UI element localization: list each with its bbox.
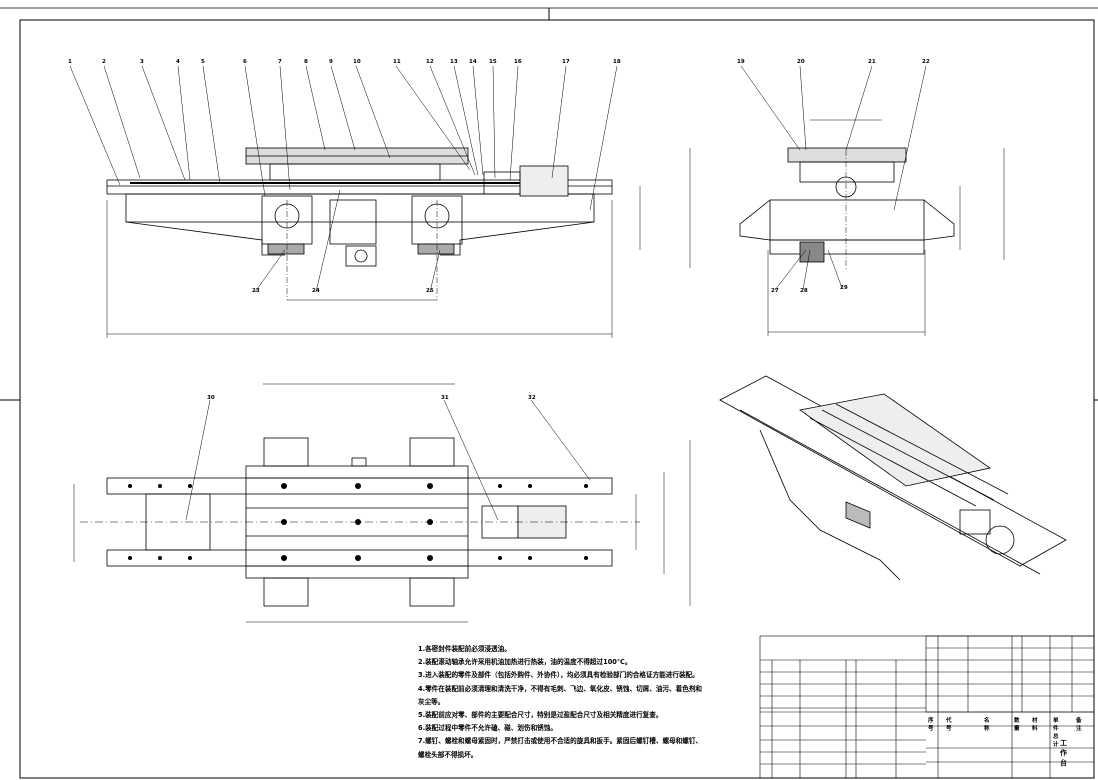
front-view <box>106 147 691 338</box>
tb-weight-label: 单件 总计 <box>1053 718 1059 748</box>
balloon-2: 2 <box>102 59 106 65</box>
front-view-leaders <box>69 65 618 293</box>
balloon-22: 22 <box>922 59 930 65</box>
balloon-20: 20 <box>797 59 805 65</box>
balloon-17: 17 <box>562 59 570 65</box>
note-1: 1.各密封件装配前必须浸透油。 <box>418 645 511 653</box>
balloon-10: 10 <box>353 59 361 65</box>
technical-requirements: 1.各密封件装配前必须浸透油。 2.装配滚动轴承允许采用机油加热进行热装，油的温… <box>418 643 728 762</box>
balloon-27: 27 <box>771 288 779 294</box>
balloon-7: 7 <box>278 59 282 65</box>
note-4: 4.零件在装配前必须清理和清洗干净，不得有毛刺、飞边、氧化皮、锈蚀、切屑、油污、… <box>418 684 703 693</box>
tb-seq-label: 序号 <box>928 718 934 732</box>
note-4-cont: 灰尘等。 <box>418 697 445 706</box>
balloon-4: 4 <box>176 59 180 65</box>
balloon-28: 28 <box>800 288 808 294</box>
balloon-1: 1 <box>68 59 72 65</box>
balloon-31: 31 <box>441 395 449 401</box>
balloon-30: 30 <box>207 395 215 401</box>
balloon-6: 6 <box>243 59 247 65</box>
balloon-16: 16 <box>514 59 522 65</box>
plan-bolts <box>128 483 588 561</box>
balloon-8: 8 <box>304 59 308 65</box>
balloon-13: 13 <box>450 59 458 65</box>
balloon-25: 25 <box>426 288 434 294</box>
title-block <box>759 635 1095 779</box>
note-3: 3.进入装配的零件及部件（包括外购件、外协件），均必须具有检验部门的合格证方能进… <box>418 671 699 680</box>
plan-leaders <box>185 399 591 521</box>
balloon-11: 11 <box>393 59 401 65</box>
balloon-32: 32 <box>528 395 536 401</box>
isometric-view <box>719 375 1067 581</box>
tb-material-label: 材料 <box>1032 718 1038 732</box>
drawing-name: 工作台 <box>1060 739 1067 767</box>
balloon-29: 29 <box>840 285 848 291</box>
tb-code-label: 代号 <box>946 718 952 732</box>
balloon-5: 5 <box>201 59 205 65</box>
sheet-frame <box>0 7 1098 779</box>
balloon-23: 23 <box>252 288 260 294</box>
balloon-19: 19 <box>737 59 745 65</box>
balloon-9: 9 <box>329 59 333 65</box>
note-5: 5.装配前应对零、部件的主要配合尺寸，特别是过盈配合尺寸及相关精度进行复查。 <box>418 711 663 720</box>
side-view-leaders <box>740 65 927 291</box>
note-7-cont: 螺栓头部不得损坏。 <box>418 750 478 759</box>
note-6: 6.装配过程中零件不允许磕、碰、划伤和锈蚀。 <box>418 724 557 733</box>
side-view <box>739 119 1005 336</box>
tb-note-label: 备注 <box>1076 718 1082 732</box>
balloon-12: 12 <box>426 59 434 65</box>
balloon-18: 18 <box>613 59 621 65</box>
balloon-14: 14 <box>469 59 477 65</box>
balloon-21: 21 <box>868 59 876 65</box>
balloon-3: 3 <box>140 59 144 65</box>
tb-qty-label: 数量 <box>1014 718 1020 732</box>
note-7: 7.螺钉、螺栓和螺母紧固时，严禁打击或使用不合适的旋具和扳手。紧固后螺钉槽、螺母… <box>418 737 703 746</box>
note-2: 2.装配滚动轴承允许采用机油加热进行热装，油的温度不得超过100℃。 <box>418 658 632 667</box>
plan-view <box>73 383 691 623</box>
balloon-15: 15 <box>489 59 497 65</box>
tb-name-label: 名称 <box>984 718 990 732</box>
balloon-24: 24 <box>312 288 320 294</box>
